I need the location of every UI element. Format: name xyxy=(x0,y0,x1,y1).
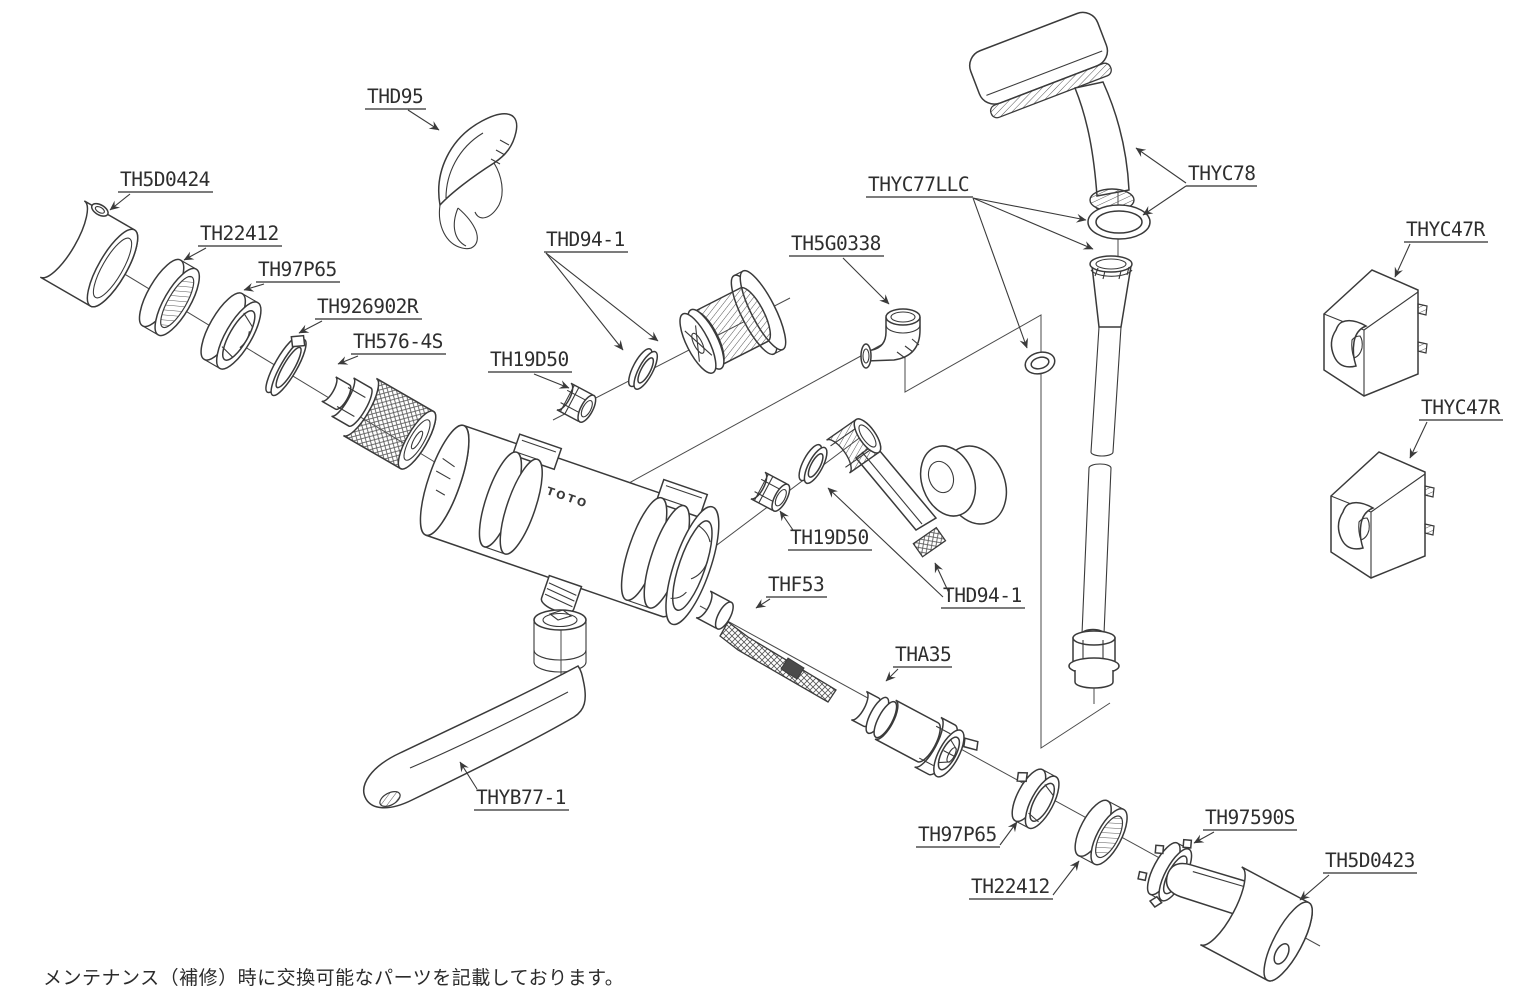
svg-text:THYC77LLC: THYC77LLC xyxy=(868,173,969,196)
part-oring xyxy=(1087,204,1151,240)
svg-text:THYC78: THYC78 xyxy=(1188,162,1255,185)
part-slotted-ring-lower xyxy=(1011,768,1060,830)
svg-text:TH97P65: TH97P65 xyxy=(918,823,997,846)
label-thd95: THD95 xyxy=(365,85,440,131)
part-thread-ring-upper xyxy=(138,258,201,337)
label-th19d50-2: TH19D50 xyxy=(779,510,872,551)
label-thd94-1-1: THD94-1 xyxy=(544,228,659,351)
svg-text:THA35: THA35 xyxy=(895,643,951,666)
label-thyb77-1: THYB77-1 xyxy=(459,761,569,811)
part-check-valve xyxy=(679,269,787,374)
svg-text:THYC47R: THYC47R xyxy=(1421,396,1500,419)
part-hose-gasket xyxy=(1024,351,1056,375)
part-handle-cap xyxy=(39,200,139,308)
label-th22412-1: TH22412 xyxy=(183,222,282,261)
label-thd94-1-2: THD94-1 xyxy=(827,487,1025,609)
part-flex-connector xyxy=(695,590,837,703)
svg-text:THD94-1: THD94-1 xyxy=(546,228,625,251)
label-thyc47r-2: THYC47R xyxy=(1409,396,1503,459)
part-lever-handle xyxy=(1165,862,1313,982)
label-thyc78: THYC78 xyxy=(1135,147,1257,216)
label-thyc77llc: THYC77LLC xyxy=(866,173,1094,349)
part-knurled-knob xyxy=(321,376,437,470)
maintenance-note: メンテナンス（補修）時に交換可能なパーツを記載しております。 図番が記載されてい… xyxy=(43,908,624,1005)
svg-text:THYC47R: THYC47R xyxy=(1406,218,1485,241)
svg-text:TH5G0338: TH5G0338 xyxy=(791,232,881,255)
label-th5d0424: TH5D0424 xyxy=(109,168,213,211)
svg-text:TH5D0423: TH5D0423 xyxy=(1325,849,1415,872)
label-th97p65-2: TH97P65 xyxy=(916,821,1018,848)
maintenance-note-line1: メンテナンス（補修）時に交換可能なパーツを記載しております。 xyxy=(43,967,625,989)
svg-text:THYB77-1: THYB77-1 xyxy=(476,786,566,809)
part-packing-upper xyxy=(627,348,659,390)
label-th5d0423: TH5D0423 xyxy=(1299,849,1417,901)
part-shower-head xyxy=(968,11,1135,213)
svg-text:TH5D0424: TH5D0424 xyxy=(120,168,210,191)
svg-text:TH19D50: TH19D50 xyxy=(490,348,569,371)
svg-text:TH22412: TH22412 xyxy=(200,222,279,245)
svg-text:TH22412: TH22412 xyxy=(971,875,1050,898)
label-th19d50-1: TH19D50 xyxy=(488,348,572,389)
part-packing-lower xyxy=(798,443,828,485)
part-nipple-lower xyxy=(750,471,791,512)
part-main-body: TOTO xyxy=(419,424,720,626)
label-th97590s: TH97590S xyxy=(1193,806,1297,844)
svg-text:TH926902R: TH926902R xyxy=(317,295,419,318)
part-spout xyxy=(363,609,587,809)
part-elbow xyxy=(860,308,921,369)
svg-text:THF53: THF53 xyxy=(768,573,824,596)
part-holder-1 xyxy=(1323,269,1428,397)
part-shower-hose xyxy=(1068,255,1133,704)
svg-text:TH19D50: TH19D50 xyxy=(790,526,869,549)
svg-text:TH97P65: TH97P65 xyxy=(258,258,337,281)
part-wall-leg xyxy=(826,418,1008,558)
label-th926902r: TH926902R xyxy=(298,295,422,334)
assembly-path-elbow-to-hose xyxy=(904,314,1111,749)
label-th97p65-1: TH97P65 xyxy=(243,258,340,292)
label-thf53: THF53 xyxy=(755,573,827,609)
part-slotted-ring-upper xyxy=(200,292,262,370)
part-cartridge xyxy=(850,690,979,778)
part-nipple-upper xyxy=(556,382,597,423)
part-hook-clip xyxy=(438,113,518,250)
svg-text:TH97590S: TH97590S xyxy=(1205,806,1295,829)
part-thread-ring-lower xyxy=(1074,799,1128,866)
label-thyc47r-1: THYC47R xyxy=(1394,218,1488,278)
part-tab-washer xyxy=(265,334,307,397)
axis-body-to-elbow xyxy=(597,339,891,501)
label-th22412-2: TH22412 xyxy=(969,860,1080,900)
svg-text:THD94-1: THD94-1 xyxy=(943,584,1022,607)
label-th576-4s: TH576-4S xyxy=(337,330,446,365)
svg-text:TH576-4S: TH576-4S xyxy=(353,330,443,353)
label-th5g0338: TH5G0338 xyxy=(789,232,890,305)
label-tha35: THA35 xyxy=(885,643,952,682)
part-holder-2 xyxy=(1330,451,1435,579)
svg-text:THD95: THD95 xyxy=(367,85,423,108)
